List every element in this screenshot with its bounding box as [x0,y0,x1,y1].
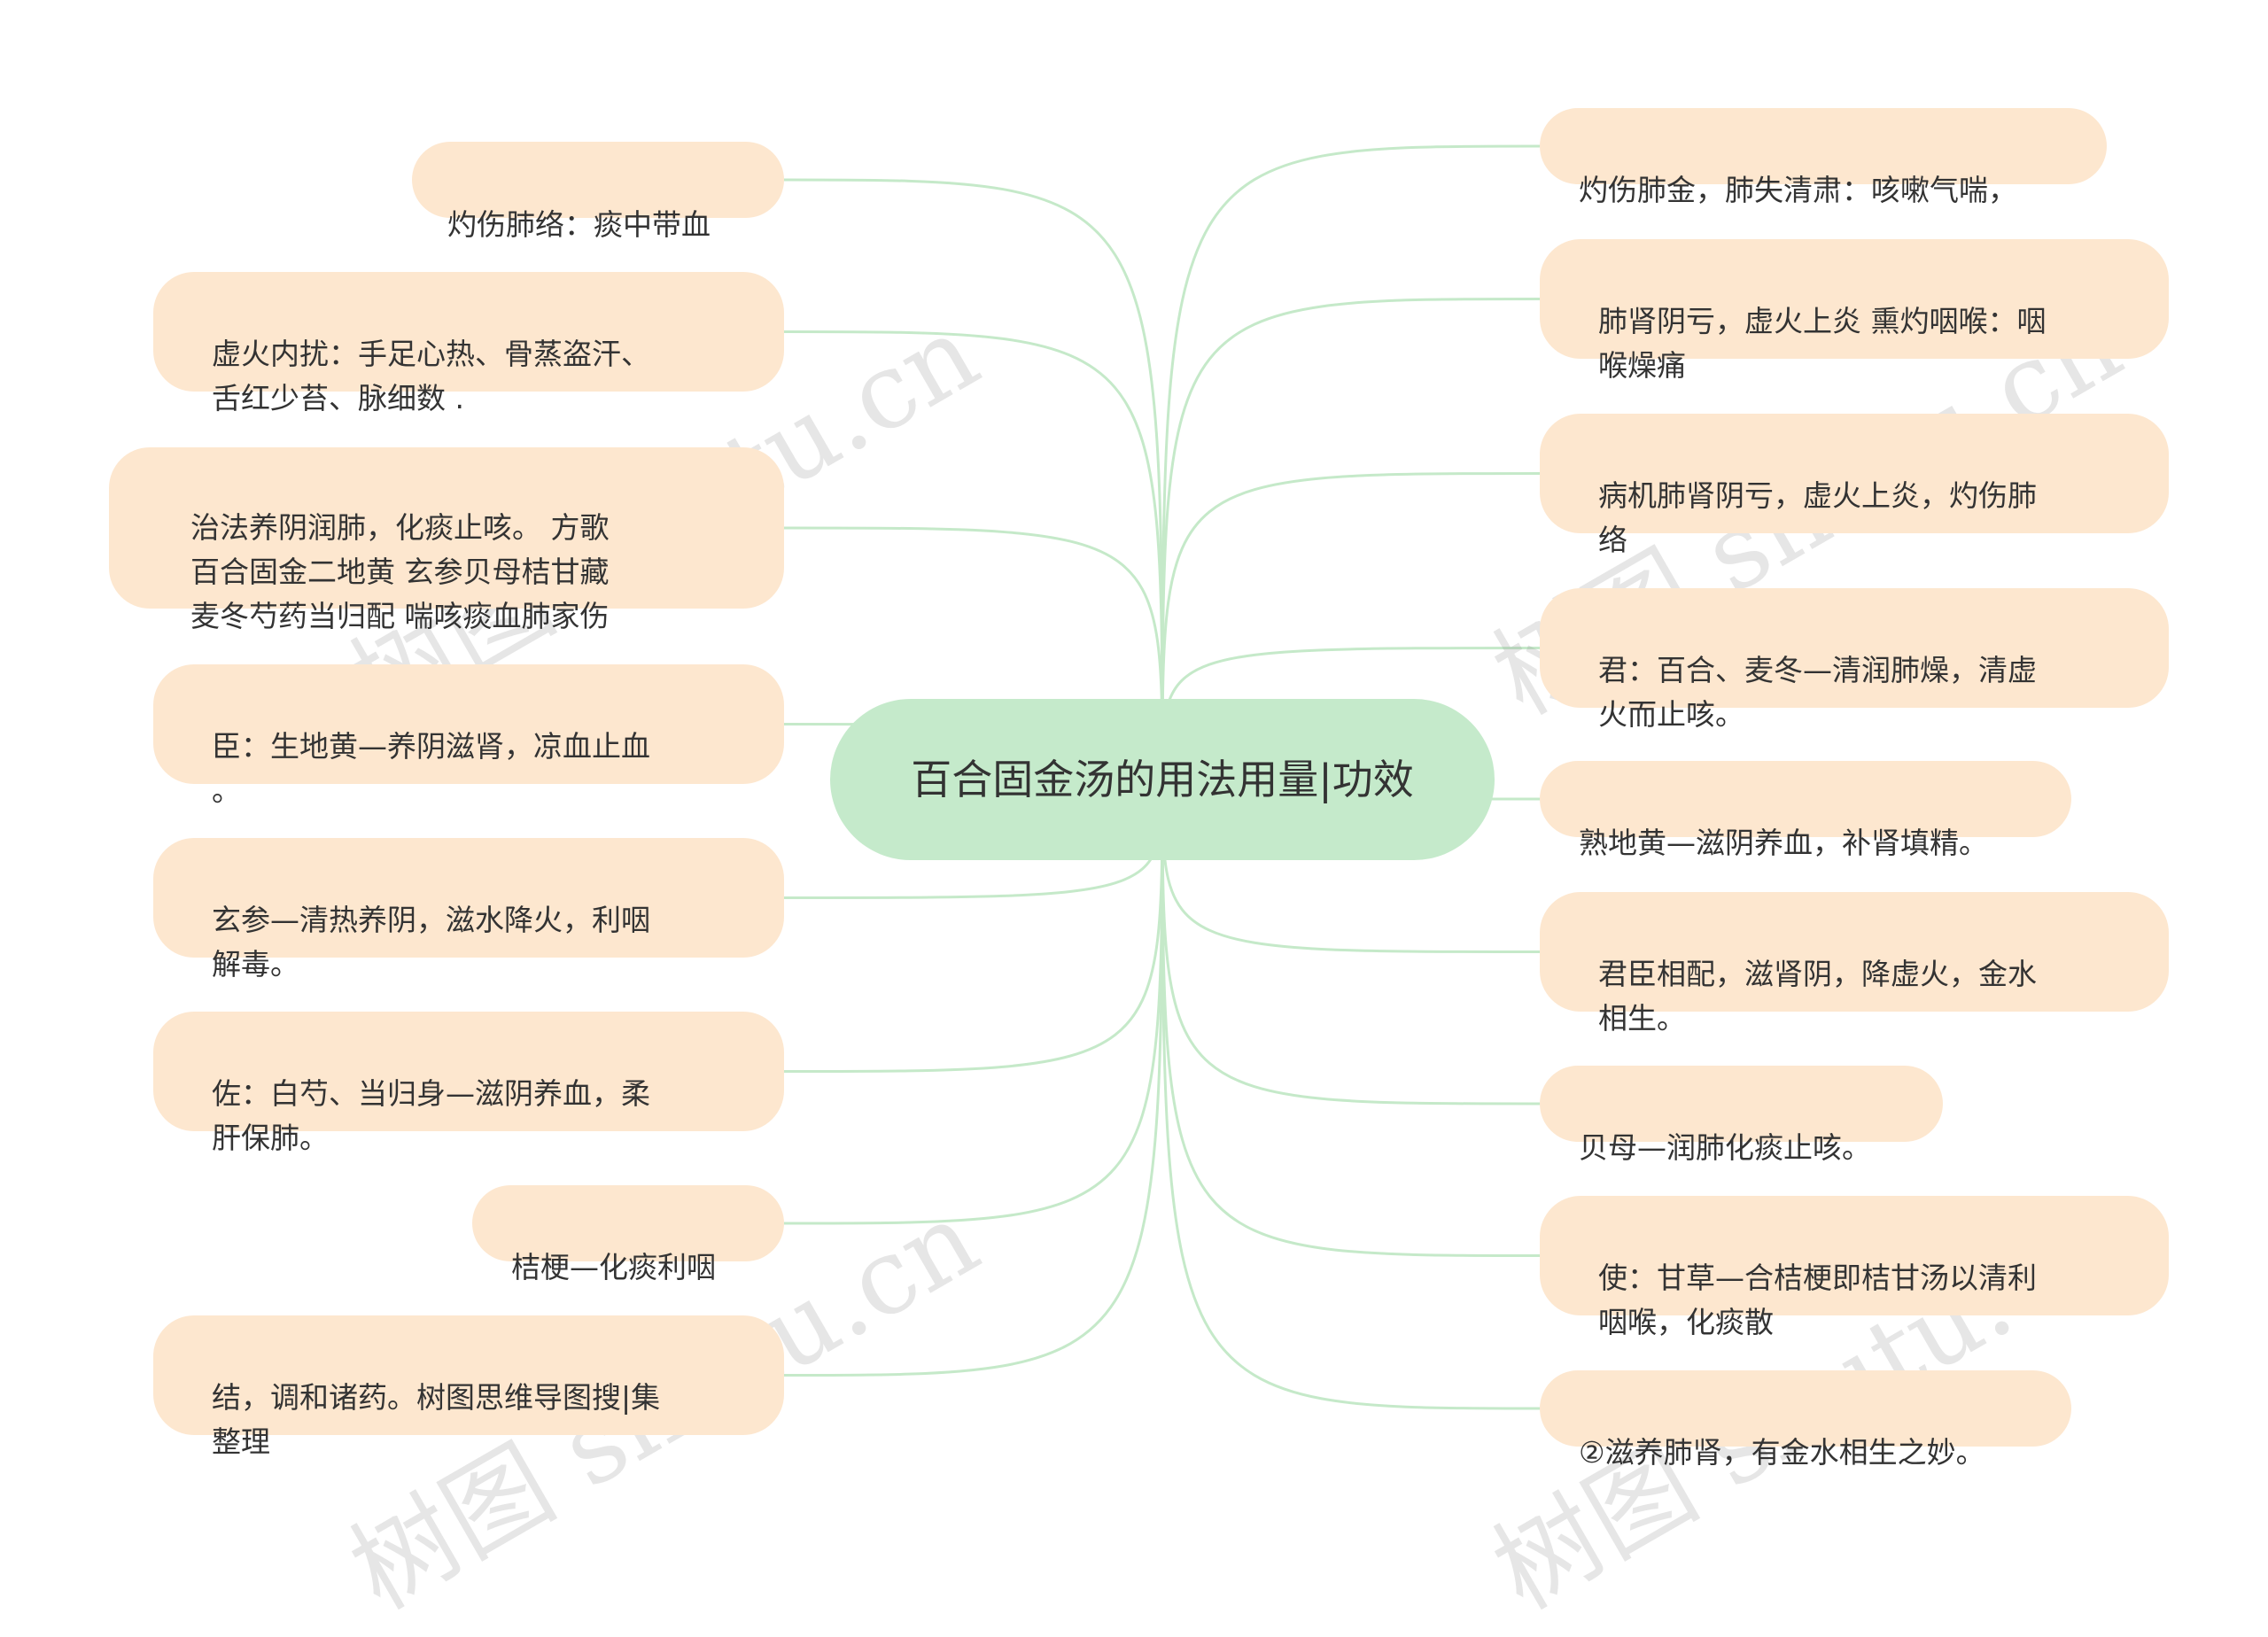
mindmap-node[interactable]: ②滋养肺肾，有金水相生之妙。 [1540,1370,2071,1470]
mindmap-node[interactable]: 结，调和诸药。树图思维导图搜|集 整理 [153,1315,784,1459]
mindmap-node[interactable]: 佐：白芍、当归身—滋阴养血，柔 肝保肺。 [153,1012,784,1155]
mindmap-node[interactable]: 灼伤肺金，肺失清肃：咳嗽气喘， [1540,108,2107,207]
node-label: 贝母—润肺化痰止咳。 [1579,1130,1871,1165]
mindmap-node[interactable]: 病机肺肾阴亏，虚火上炎，灼伤肺 络 [1540,414,2169,557]
central-topic[interactable]: 百合固金汤的用法用量|功效 [830,699,1495,860]
node-label: 肺肾阴亏，虚火上炎 熏灼咽喉：咽 喉燥痛 [1598,304,2047,383]
node-label: ②滋养肺肾，有金水相生之妙。 [1579,1435,1985,1470]
node-label: 灼伤肺络：痰中带血 [447,207,711,242]
connector-line [783,779,1164,1377]
mindmap-node[interactable]: 臣：生地黄—养阴滋肾，凉血止血 。 [153,664,784,808]
node-label: 桔梗—化痰利咽 [511,1250,716,1284]
connector-line [1161,779,1541,1410]
connector-line [1161,472,1541,780]
mindmap-node[interactable]: 玄参—清热养阴，滋水降火，利咽 解毒。 [153,838,784,981]
mindmap-node[interactable]: 君臣相配，滋肾阴，降虚火，金水 相生。 [1540,892,2169,1036]
node-label: 治法养阴润肺，化痰止咳。 方歌 百合固金二地黄 玄参贝母桔甘藏 麦冬芍药当归配 … [190,510,610,633]
mindmap-node[interactable]: 虚火内扰：手足心热、骨蒸盗汗、 舌红少苔、脉细数 . [153,272,784,415]
mindmap-node[interactable]: 肺肾阴亏，虚火上炎 熏灼咽喉：咽 喉燥痛 [1540,239,2169,383]
connector-line [1161,144,1541,780]
connector-line [783,178,1164,780]
central-topic-label: 百合固金汤的用法用量|功效 [911,756,1414,803]
node-label: 熟地黄—滋阴养血，补肾填精。 [1579,826,1988,860]
connector-line [783,330,1164,780]
mindmap-node[interactable]: 治法养阴润肺，化痰止咳。 方歌 百合固金二地黄 玄参贝母桔甘藏 麦冬芍药当归配 … [109,447,784,633]
node-label: 君臣相配，滋肾阴，降虚火，金水 相生。 [1598,957,2037,1036]
node-label: 结，调和诸药。树图思维导图搜|集 整理 [212,1380,661,1459]
node-label: 佐：白芍、当归身—滋阴养血，柔 肝保肺。 [212,1076,650,1155]
node-label: 臣：生地黄—养阴滋肾，凉血止血 。 [212,729,650,808]
mindmap-node[interactable]: 灼伤肺络：痰中带血 [412,142,784,242]
connector-line [1161,298,1541,780]
mindmap-node[interactable]: 君：百合、麦冬—清润肺燥，清虚 火而止咳。 [1540,588,2169,732]
mindmap-node[interactable]: 贝母—润肺化痰止咳。 [1540,1066,1943,1165]
mindmap-node[interactable]: 桔梗—化痰利咽 [472,1185,784,1284]
node-label: 病机肺肾阴亏，虚火上炎，灼伤肺 络 [1598,478,2037,557]
node-label: 使：甘草—合桔梗即桔甘汤以清利 咽喉，化痰散 [1598,1261,2037,1339]
mindmap-node[interactable]: 使：甘草—合桔梗即桔甘汤以清利 咽喉，化痰散 [1540,1196,2169,1339]
node-label: 灼伤肺金，肺失清肃：咳嗽气喘， [1579,173,2017,207]
node-label: 虚火内扰：手足心热、骨蒸盗汗、 舌红少苔、脉细数 . [212,337,650,415]
node-label: 玄参—清热养阴，滋水降火，利咽 解毒。 [212,903,650,981]
node-label: 君：百合、麦冬—清润肺燥，清虚 火而止咳。 [1598,653,2037,732]
mindmap-node[interactable]: 熟地黄—滋阴养血，补肾填精。 [1540,761,2071,860]
